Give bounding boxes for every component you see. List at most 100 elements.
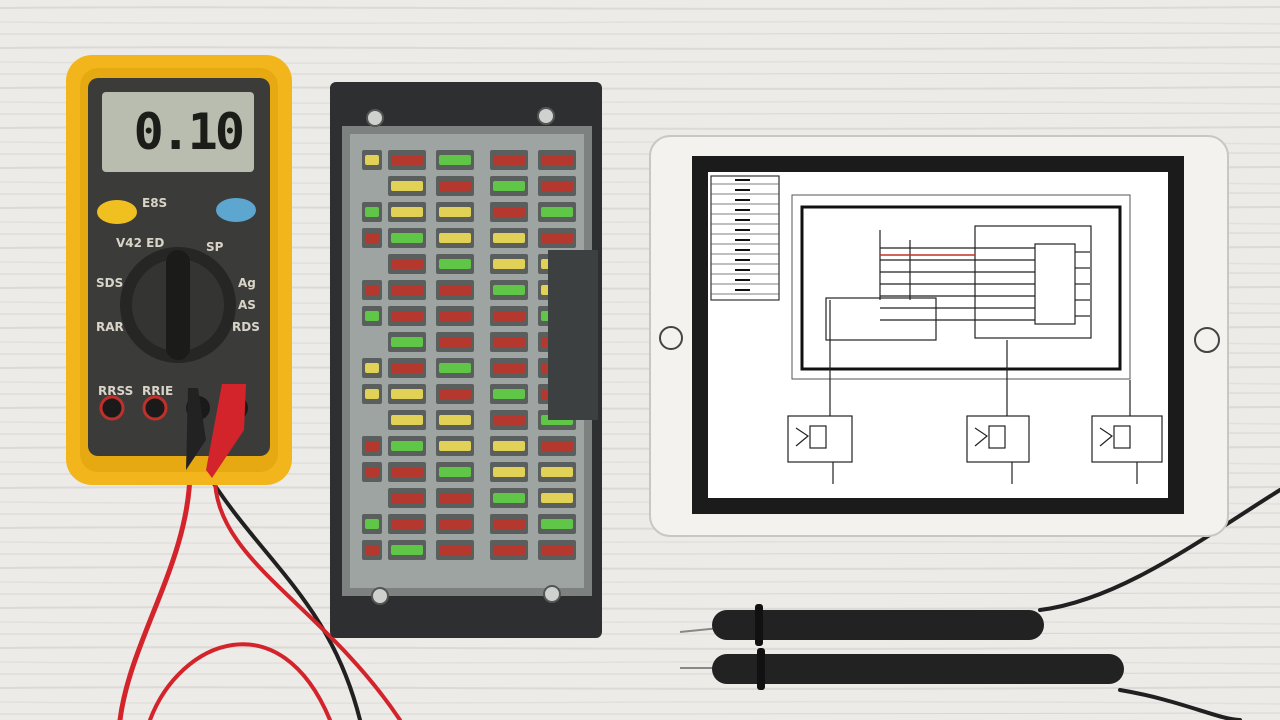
fuse bbox=[439, 493, 471, 503]
screw-icon bbox=[371, 587, 389, 605]
fuse bbox=[541, 493, 573, 503]
tablet-camera-icon bbox=[659, 326, 683, 350]
fuse bbox=[391, 493, 423, 503]
fuse bbox=[391, 259, 423, 269]
meter-label-dial-right-3: RDS bbox=[232, 320, 260, 334]
lcd-screen bbox=[102, 92, 254, 172]
fuse bbox=[493, 311, 525, 321]
fuse bbox=[493, 519, 525, 529]
fuse bbox=[493, 363, 525, 373]
fuse bbox=[365, 311, 379, 321]
fuse bbox=[391, 415, 423, 425]
meter-label-jack-mid: RRIE bbox=[142, 384, 174, 398]
fuse bbox=[365, 441, 379, 451]
fuse bbox=[365, 389, 379, 399]
relay-block bbox=[548, 250, 598, 420]
meter-label-top: E8S bbox=[142, 196, 168, 210]
fuse bbox=[439, 545, 471, 555]
meter-label-jack-left: RRSS bbox=[98, 384, 134, 398]
fuse bbox=[391, 311, 423, 321]
probe-cables bbox=[117, 467, 1280, 720]
fuse bbox=[493, 493, 525, 503]
fuse bbox=[541, 441, 573, 451]
fuse bbox=[541, 155, 573, 165]
fuse bbox=[365, 467, 379, 477]
wiring-schematic bbox=[710, 175, 1163, 484]
meter-label-dial-left-2: RAR bbox=[96, 320, 124, 334]
fuse bbox=[493, 259, 525, 269]
fuse bbox=[391, 207, 423, 217]
meter-label-dial-left-1: SDS bbox=[96, 276, 124, 290]
fuse-box bbox=[330, 82, 602, 638]
fuse bbox=[541, 233, 573, 243]
fuse bbox=[365, 155, 379, 165]
tablet bbox=[649, 135, 1229, 537]
dial-knob-icon bbox=[166, 250, 190, 360]
fuse bbox=[493, 441, 525, 451]
fuse bbox=[493, 337, 525, 347]
fuse bbox=[439, 519, 471, 529]
fuse bbox=[541, 207, 573, 217]
lcd-readout: 0.10 bbox=[133, 103, 245, 161]
fuse bbox=[391, 467, 423, 477]
fuse bbox=[439, 181, 471, 191]
screw-icon bbox=[543, 585, 561, 603]
fuse bbox=[391, 233, 423, 243]
fuse bbox=[493, 233, 525, 243]
fuse bbox=[439, 233, 471, 243]
meter-label-dial-right-1: Ag bbox=[238, 276, 256, 290]
fuse bbox=[391, 285, 423, 295]
fuse bbox=[439, 311, 471, 321]
fuse bbox=[493, 545, 525, 555]
meter-label-dial-top-mid: SP bbox=[206, 240, 224, 254]
fuse bbox=[391, 519, 423, 529]
fuse bbox=[365, 233, 379, 243]
meter-label-dial-right-2: AS bbox=[238, 298, 256, 312]
multimeter bbox=[66, 55, 292, 485]
fuse bbox=[493, 181, 525, 191]
fuse bbox=[391, 363, 423, 373]
fuse bbox=[365, 545, 379, 555]
screw-icon bbox=[537, 107, 555, 125]
fuse bbox=[439, 337, 471, 347]
fuse bbox=[391, 155, 423, 165]
fuse bbox=[365, 363, 379, 373]
fuse bbox=[493, 207, 525, 217]
fuse bbox=[439, 389, 471, 399]
fuse bbox=[439, 415, 471, 425]
fuse bbox=[439, 441, 471, 451]
fuse-grid bbox=[362, 150, 598, 560]
fuse bbox=[439, 207, 471, 217]
probe-black-1 bbox=[712, 610, 1044, 640]
fuse bbox=[365, 519, 379, 529]
fuse bbox=[541, 181, 573, 191]
fuse bbox=[493, 389, 525, 399]
tablet-screen bbox=[708, 172, 1168, 498]
fuse bbox=[391, 389, 423, 399]
fuse bbox=[541, 519, 573, 529]
fuse bbox=[439, 363, 471, 373]
fuse bbox=[493, 467, 525, 477]
fuse bbox=[439, 259, 471, 269]
fuse bbox=[493, 155, 525, 165]
fuse bbox=[541, 545, 573, 555]
fuse bbox=[391, 181, 423, 191]
fuse bbox=[493, 285, 525, 295]
fuse bbox=[391, 545, 423, 555]
yellow-button[interactable] bbox=[97, 200, 137, 224]
screw-icon bbox=[366, 109, 384, 127]
fuse bbox=[541, 467, 573, 477]
jack-mid[interactable] bbox=[142, 395, 168, 421]
fuse bbox=[439, 155, 471, 165]
tablet-home-button-icon[interactable] bbox=[1194, 327, 1220, 353]
fuse bbox=[439, 467, 471, 477]
test-probes bbox=[679, 604, 1124, 690]
jack-left[interactable] bbox=[99, 395, 125, 421]
blue-button[interactable] bbox=[216, 198, 256, 222]
fuse bbox=[365, 285, 379, 295]
fuse bbox=[493, 415, 525, 425]
meter-label-dial-top-left: V42 ED bbox=[116, 236, 165, 250]
probe-black-2 bbox=[712, 654, 1124, 684]
fuse bbox=[365, 207, 379, 217]
